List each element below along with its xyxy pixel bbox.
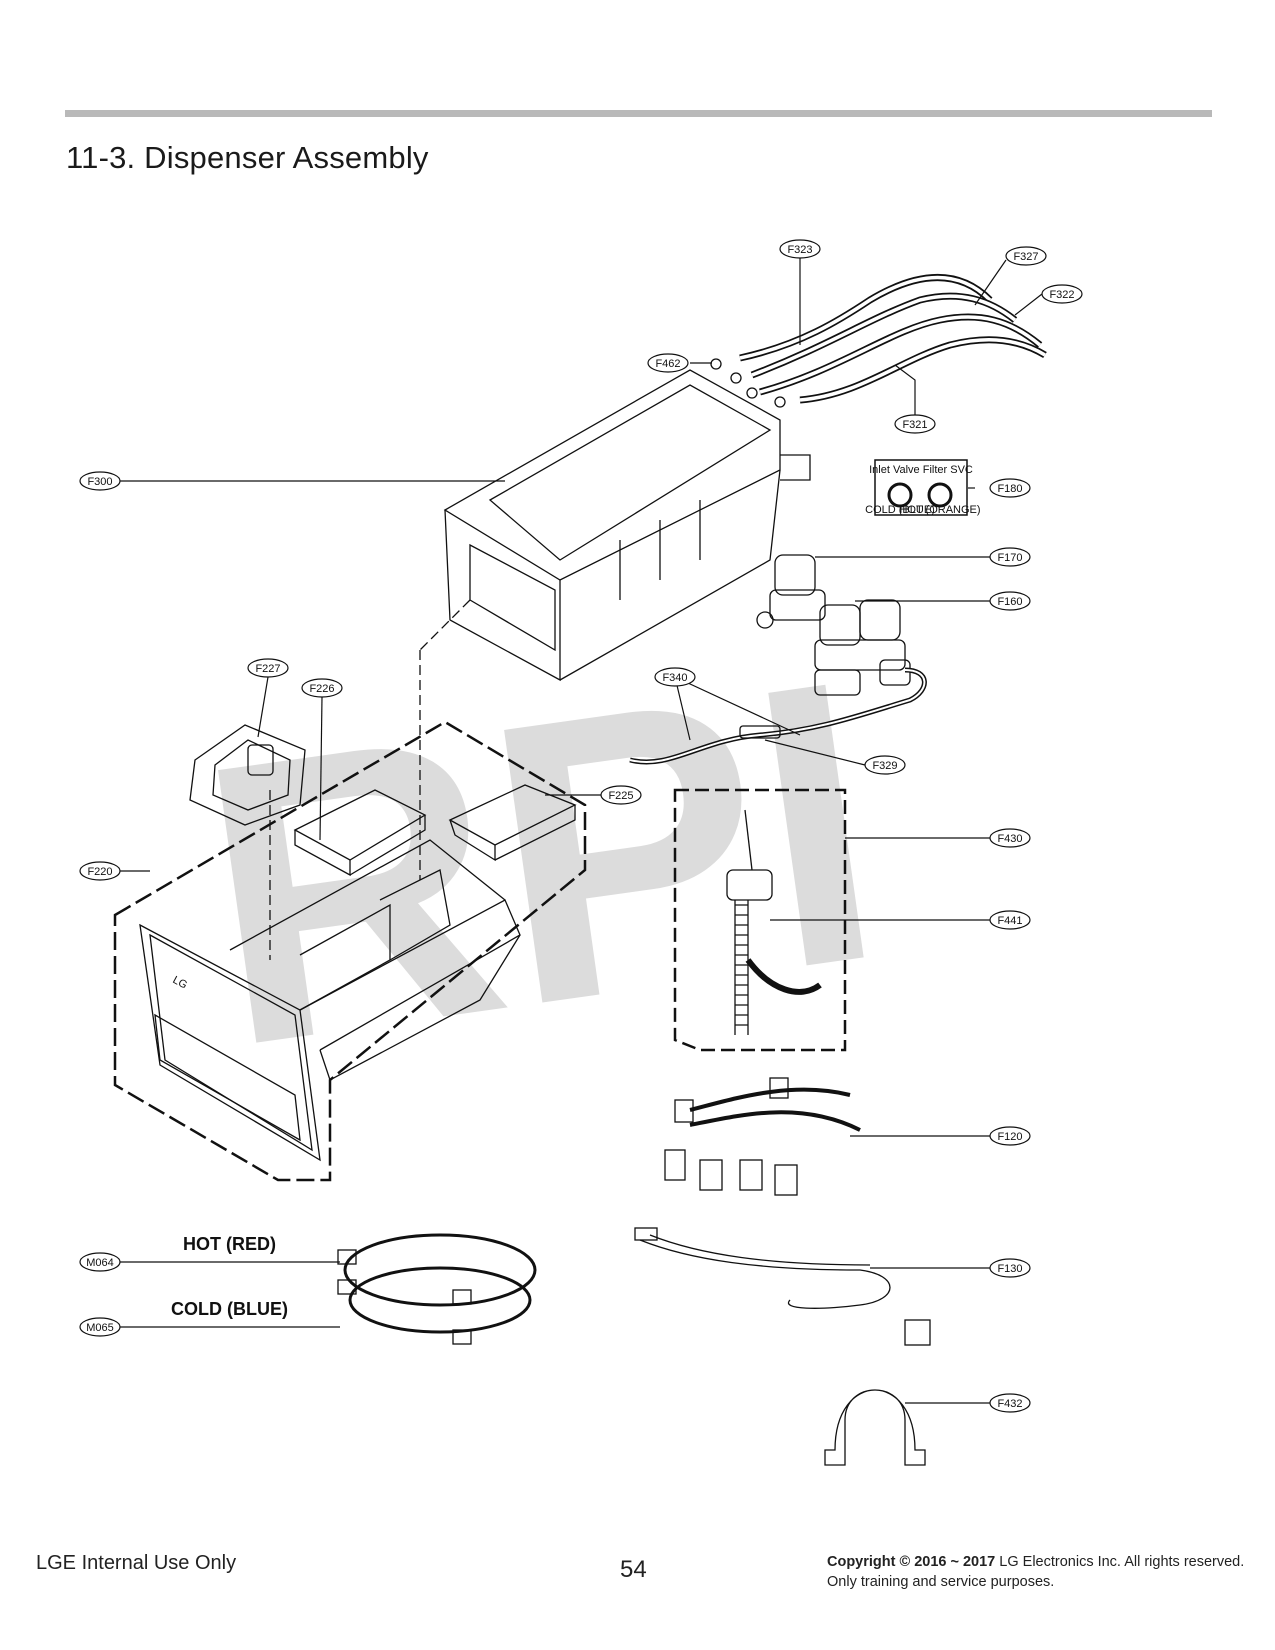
hose-group	[739, 274, 1047, 404]
callout-m064: M064	[79, 1252, 121, 1272]
svg-text:M064: M064	[86, 1257, 114, 1269]
svg-text:F321: F321	[902, 419, 927, 431]
svg-text:F225: F225	[608, 790, 633, 802]
callout-f300: F300	[79, 471, 121, 491]
wire-harness-f120	[664, 1077, 861, 1196]
callout-f329: F329	[864, 755, 906, 775]
footer-copyright: Copyright © 2016 ~ 2017 LG Electronics I…	[827, 1552, 1247, 1592]
wire-harness-f130	[634, 1227, 931, 1346]
svg-text:F180: F180	[997, 483, 1022, 495]
callout-f327: F327	[1005, 246, 1047, 266]
clamp	[746, 387, 758, 399]
callout-f227: F227	[247, 658, 289, 678]
svg-text:F441: F441	[997, 915, 1022, 927]
bleach-insert	[448, 784, 577, 862]
svg-text:F340: F340	[662, 672, 687, 684]
svg-text:F322: F322	[1049, 289, 1074, 301]
svg-text:F160: F160	[997, 596, 1022, 608]
callout-f170: F170	[989, 547, 1031, 567]
water-valves	[756, 554, 911, 696]
inlet-hoses	[337, 1233, 537, 1345]
callout-f321: F321	[894, 414, 936, 434]
callout-f225: F225	[600, 785, 642, 805]
svg-text:F432: F432	[997, 1398, 1022, 1410]
callout-f462: F462	[647, 353, 689, 373]
leader-lines	[120, 256, 1043, 1404]
callout-f160: F160	[989, 591, 1031, 611]
dispenser-drawer	[139, 839, 521, 1162]
callout-f430: F430	[989, 828, 1031, 848]
callout-f441: F441	[989, 910, 1031, 930]
callouts: F323 F327 F322 F462 F321 F300 F180 F170 …	[79, 239, 1083, 1413]
svg-text:F430: F430	[997, 833, 1022, 845]
svg-text:F323: F323	[787, 244, 812, 256]
siphon-hose	[629, 667, 927, 765]
cold-hose-label: COLD (BLUE)	[171, 1299, 288, 1319]
svg-text:F300: F300	[87, 476, 112, 488]
callout-f322: F322	[1041, 284, 1083, 304]
footer-internal-use: LGE Internal Use Only	[36, 1552, 237, 1574]
hose-clip	[824, 1389, 926, 1466]
copyright-text: LG Electronics Inc. All rights reserved.…	[827, 1554, 1245, 1590]
filter-hot-label: HOT (ORANGE)	[899, 504, 980, 516]
filter-cold-label: COLD (BLUE)	[865, 504, 935, 516]
copyright-years: Copyright © 2016 ~ 2017	[827, 1554, 996, 1570]
page-title: 11-3. Dispenser Assembly	[66, 140, 429, 175]
svg-text:F226: F226	[309, 683, 334, 695]
svg-text:M065: M065	[86, 1322, 114, 1334]
callout-f180: F180	[989, 478, 1031, 498]
filter-card-title: Inlet Valve Filter SVC	[869, 464, 973, 476]
softener-cup	[189, 724, 306, 826]
header-rule	[65, 110, 1212, 117]
lg-logo: LG	[171, 974, 190, 991]
parts-linework	[113, 274, 1047, 1466]
callout-m065: M065	[79, 1317, 121, 1337]
detergent-insert	[293, 789, 427, 877]
callout-f220: F220	[79, 861, 121, 881]
svg-text:F329: F329	[872, 760, 897, 772]
clamp	[730, 372, 742, 384]
svg-text:F227: F227	[255, 663, 280, 675]
svg-text:F120: F120	[997, 1131, 1022, 1143]
page-number: 54	[620, 1556, 647, 1583]
hot-hose-label: HOT (RED)	[183, 1234, 276, 1254]
drain-hose	[726, 809, 822, 1035]
callout-f130: F130	[989, 1258, 1031, 1278]
callout-f226: F226	[301, 678, 343, 698]
callout-f340: F340	[654, 667, 696, 687]
clamp	[774, 396, 786, 408]
svg-text:F130: F130	[997, 1263, 1022, 1275]
svg-text:F170: F170	[997, 552, 1022, 564]
callout-f120: F120	[989, 1126, 1031, 1146]
callout-f323: F323	[779, 239, 821, 259]
watermark-text: RPI	[179, 595, 902, 1130]
svg-text:F462: F462	[655, 358, 680, 370]
filter-card	[874, 459, 968, 516]
f430-bracket-box	[673, 788, 847, 1052]
clamp	[710, 358, 722, 370]
svg-text:F327: F327	[1013, 251, 1038, 263]
callout-f432: F432	[989, 1393, 1031, 1413]
svg-text:F220: F220	[87, 866, 112, 878]
dispenser-housing	[443, 369, 811, 682]
